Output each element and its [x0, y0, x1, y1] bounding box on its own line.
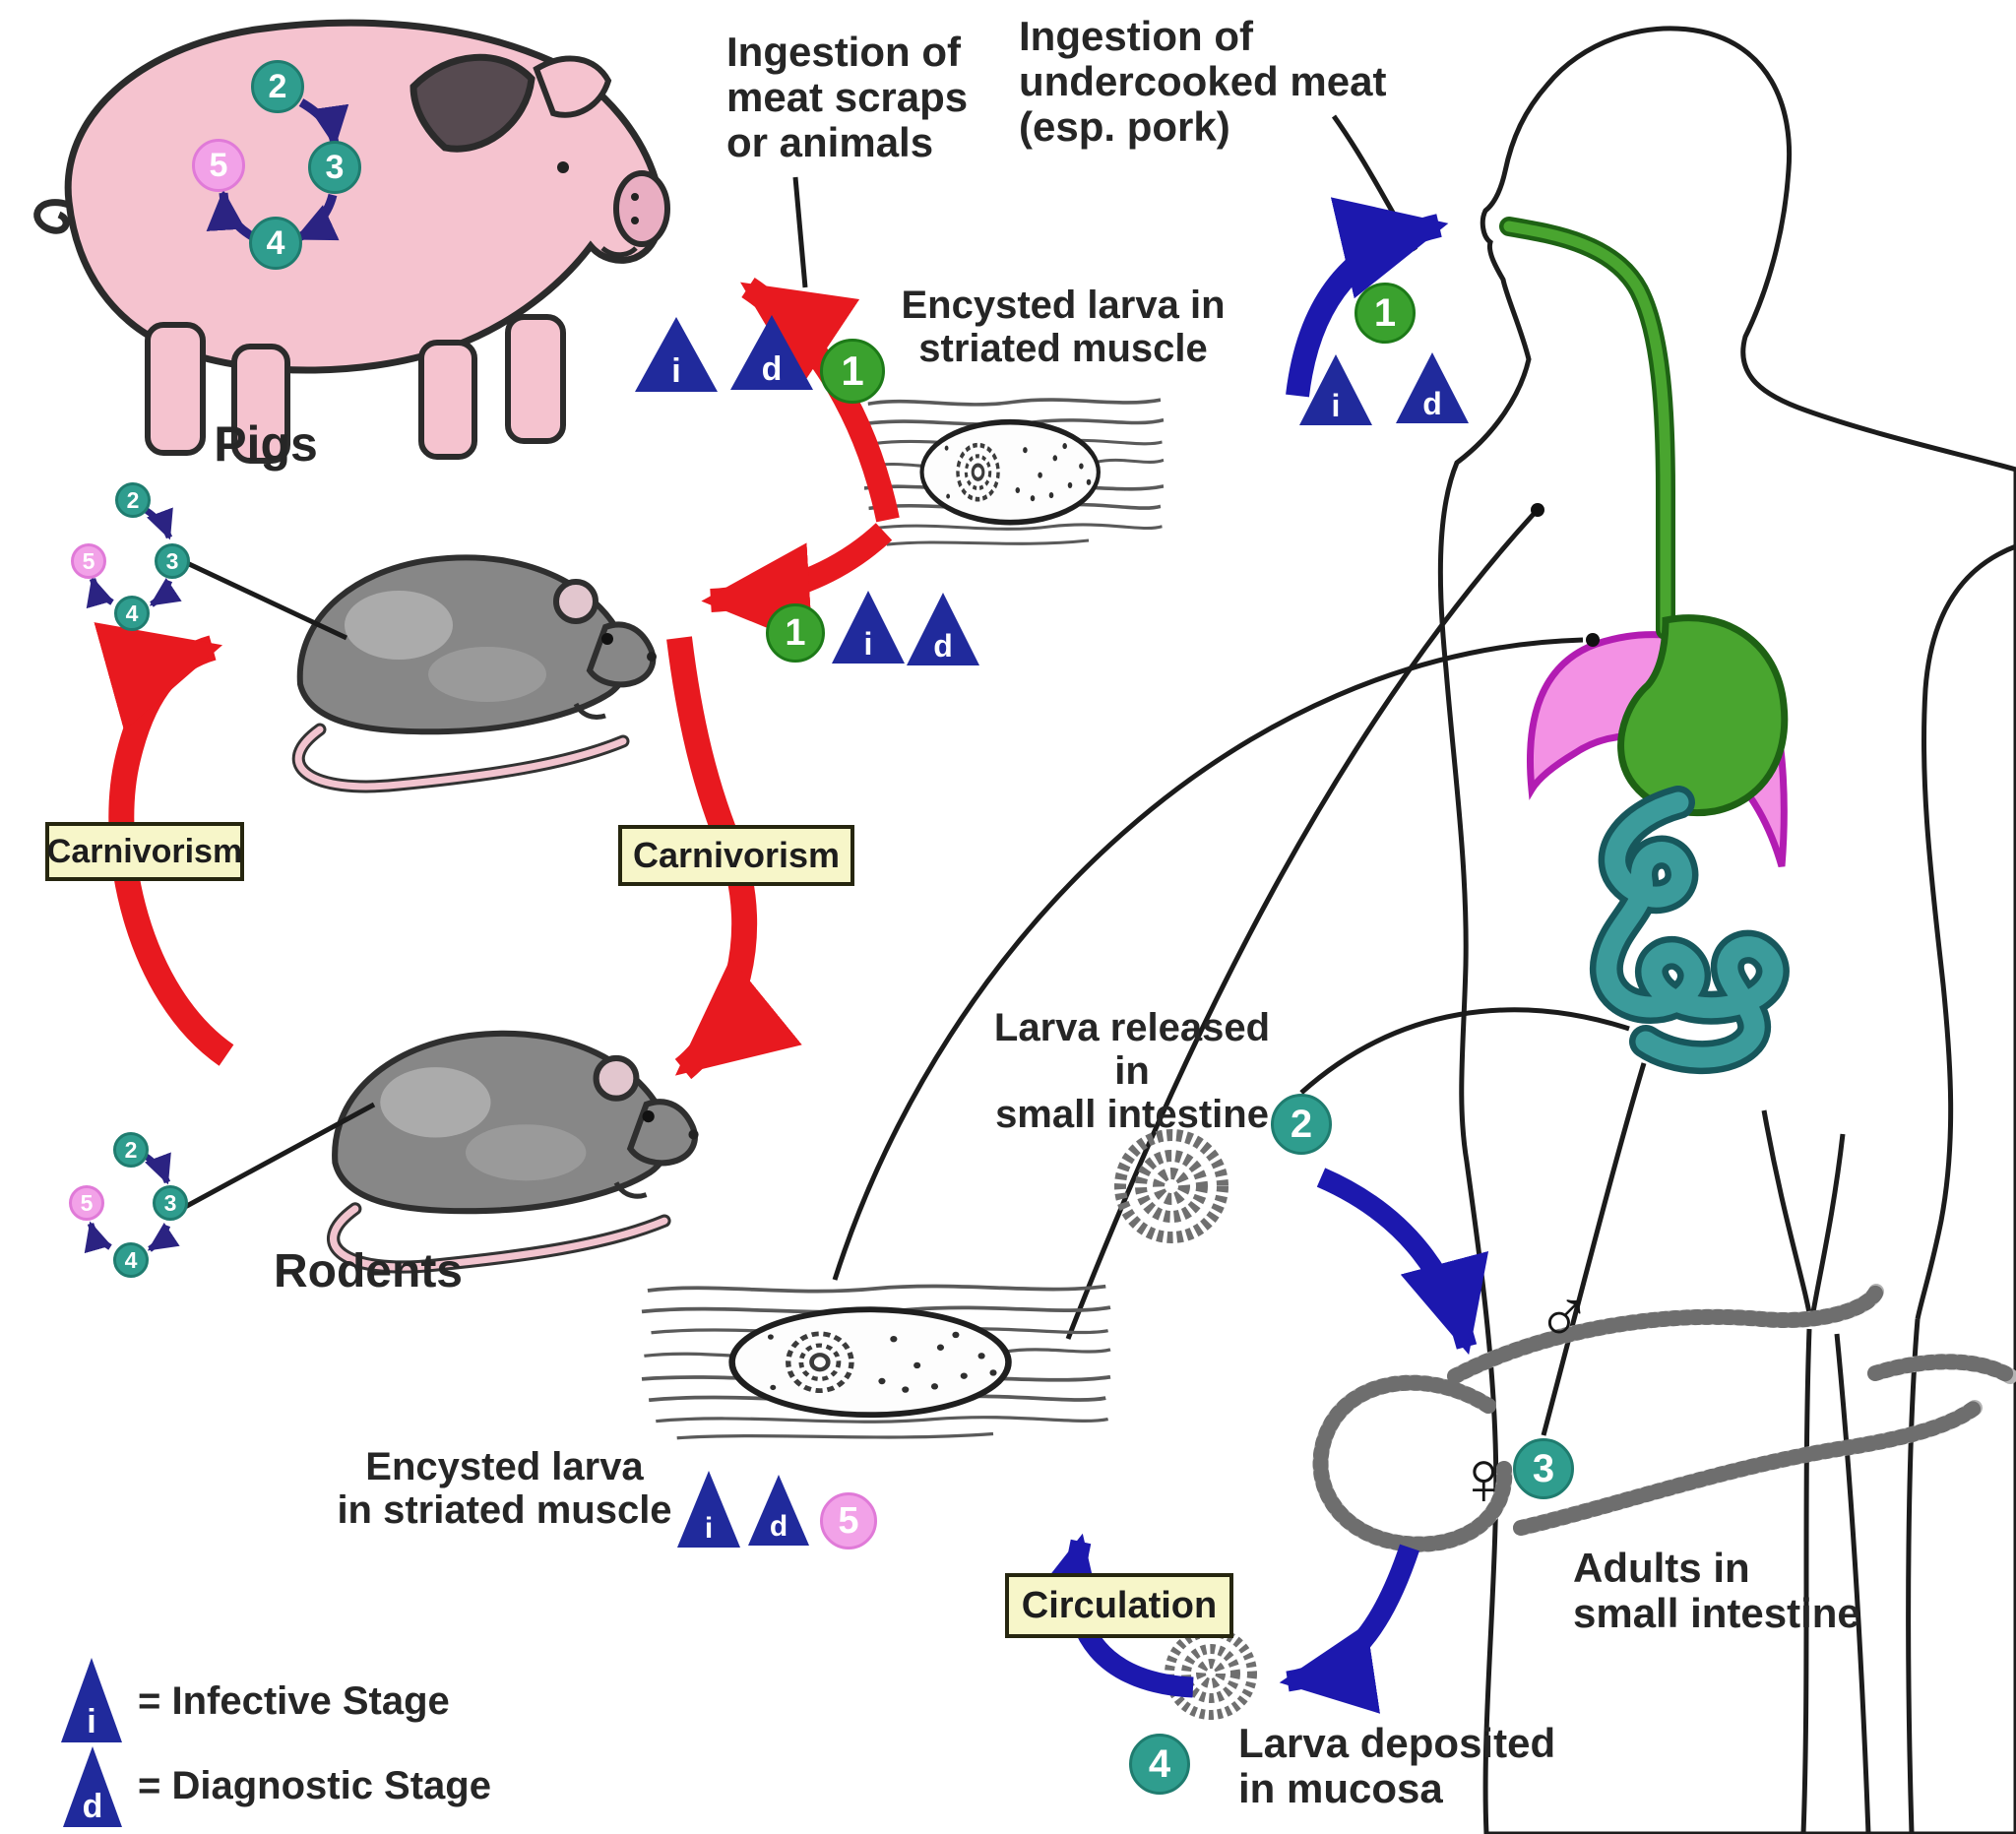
legend-diagnostic-text: = Diagnostic Stage	[138, 1764, 491, 1807]
label-adults: Adults in small intestine	[1573, 1545, 1860, 1637]
pig-ear	[410, 53, 536, 153]
stage-1-rodents: 1	[766, 603, 825, 663]
pig-stage-2: 2	[251, 60, 304, 113]
label-larva-released: Larva released in small intestine	[993, 1006, 1271, 1136]
rat1-stage-5: 5	[71, 543, 106, 579]
arrow-to-rodents	[701, 523, 893, 647]
stage-2-marker: 2	[1271, 1094, 1332, 1155]
male-symbol: ♂	[1536, 1273, 1594, 1360]
label-pigs: Pigs	[214, 416, 318, 472]
carnivorism-box-left: Carnivorism	[45, 822, 244, 881]
pig-figure	[33, 19, 670, 464]
rat1-stage-2: 2	[115, 482, 151, 518]
rat1-stage-4: 4	[114, 596, 150, 631]
deposited-larva-coil	[1165, 1627, 1257, 1720]
pig-stage-4: 4	[249, 217, 302, 270]
label-encysted-top: Encysted larva in striated muscle	[901, 284, 1226, 370]
released-larva-coil	[1114, 1129, 1228, 1243]
label-ingestion-scraps: Ingestion of meat scraps or animals	[726, 29, 969, 166]
legend-infective-text: = Infective Stage	[138, 1679, 450, 1723]
stage-1-pigs: 1	[820, 339, 885, 404]
stage-5-marker: 5	[820, 1492, 877, 1549]
rat2-stage-4: 4	[113, 1242, 149, 1278]
pig-tail	[33, 199, 71, 234]
chest-callout-dot	[1531, 503, 1544, 517]
rat2-stage-2: 2	[113, 1132, 149, 1168]
stage2-to-3-arrow	[1316, 1168, 1489, 1356]
rat-callout-lines	[183, 560, 376, 1210]
muscle-callout-curves	[832, 512, 1647, 1436]
stage3-to-4-arrow	[1279, 1544, 1419, 1714]
blue-cycle-arrows	[1017, 197, 1489, 1714]
stomach	[1617, 614, 1789, 817]
carnivorism-box-right: Carnivorism	[618, 825, 854, 886]
stage-4-marker: 4	[1129, 1734, 1190, 1795]
label-ingestion-undercooked: Ingestion of undercooked meat (esp. pork…	[1019, 13, 1387, 151]
label-larva-deposited: Larva deposited in mucosa	[1238, 1720, 1556, 1812]
rat2-stage-5: 5	[69, 1185, 104, 1221]
pig-stage-5: 5	[192, 139, 245, 192]
pig-stage-3: 3	[308, 141, 361, 194]
stage-3-marker: 3	[1513, 1438, 1574, 1499]
stage2-callout-line	[1299, 1007, 1630, 1095]
stage-1-human: 1	[1354, 283, 1416, 344]
female-symbol: ♀	[1455, 1434, 1513, 1521]
adult-worms	[1312, 1284, 2016, 1552]
pig-eye	[557, 161, 569, 173]
stage3-callout-line	[1541, 1062, 1647, 1436]
carnivorism-up-arrow	[94, 622, 234, 1066]
pig-snout	[613, 170, 670, 247]
mini-stage-arrows	[84, 507, 182, 1254]
human-body-outline	[1437, 26, 2016, 1834]
rat2-stage-3: 3	[153, 1185, 188, 1221]
label-encysted-bottom: Encysted larva in striated muscle	[337, 1445, 672, 1532]
circulation-box: Circulation	[1005, 1573, 1233, 1638]
rat1-stage-3: 3	[155, 543, 190, 579]
ingestion-arrow	[1286, 197, 1449, 398]
diaphragm-callout-dot	[1586, 633, 1600, 647]
label-rodents: Rodents	[274, 1245, 463, 1297]
